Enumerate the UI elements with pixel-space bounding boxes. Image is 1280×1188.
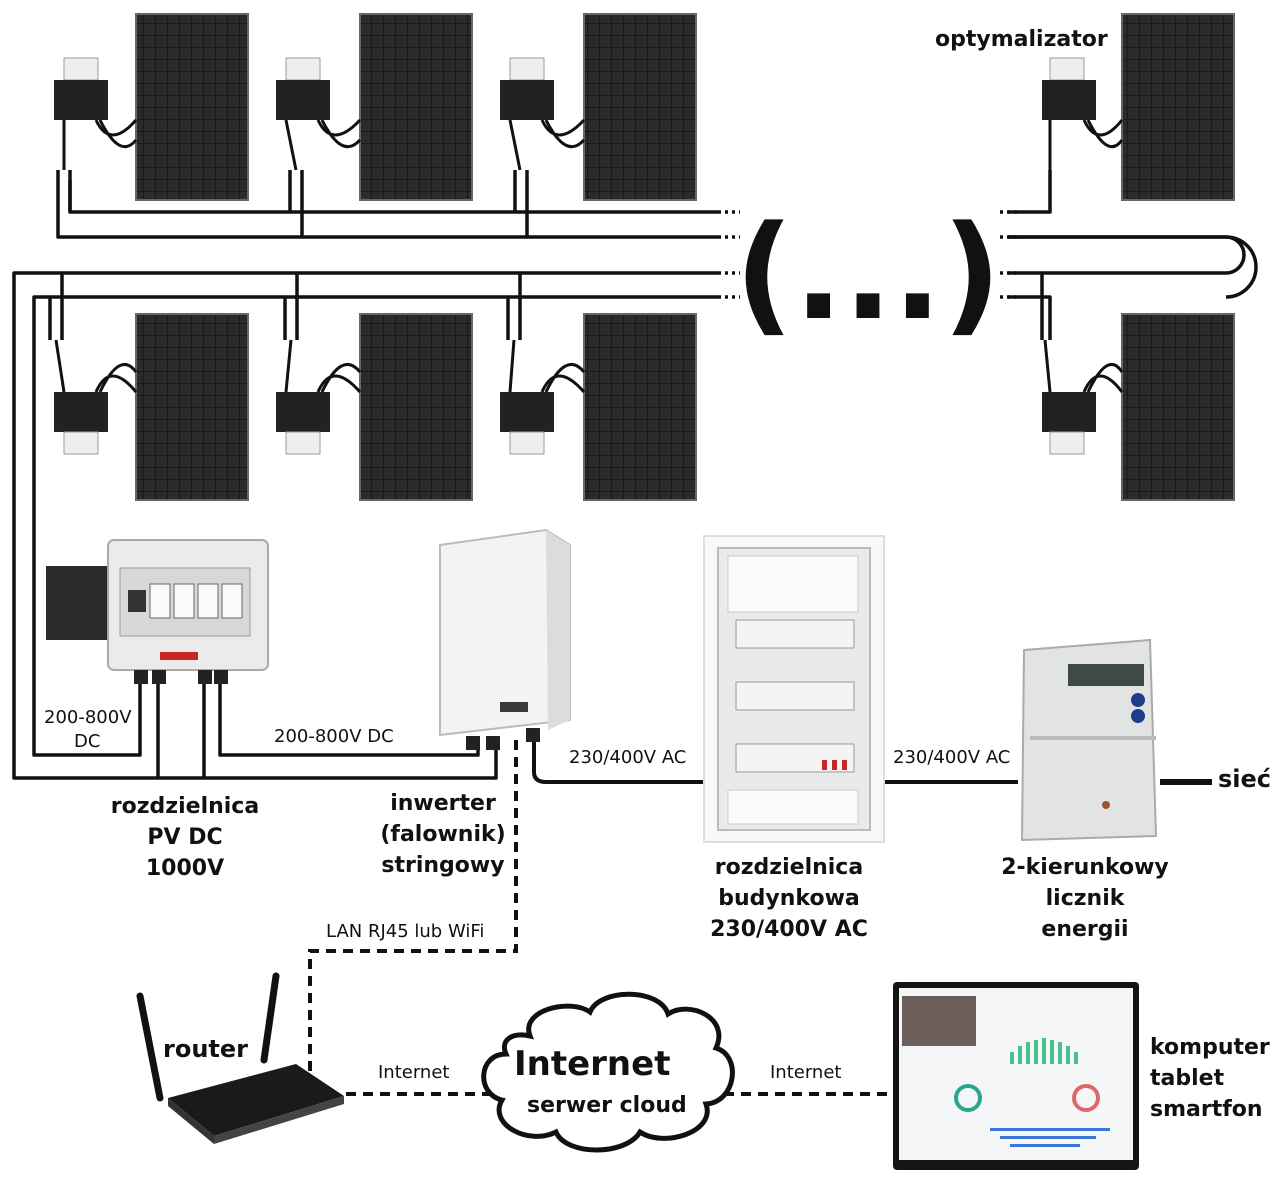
building-board-caption-line3: 230/400V AC [710,917,868,942]
inverter-caption-line3: stringowy [381,853,505,878]
meter-caption: 2-kierunkowy licznik energii [990,852,1180,945]
dc-voltage-label-left-line1: 200-800V [44,707,132,728]
inverter-caption-line1: inwerter [390,791,496,816]
router-label: router [163,1035,248,1063]
lan-label: LAN RJ45 lub WiFi [326,921,485,942]
optimizer-panel-leads [54,118,1124,393]
network-links [308,740,892,1096]
dc-voltage-label-mid: 200-800V DC [274,726,394,747]
meter-caption-line2: licznik [1045,886,1125,911]
building-board-caption-line1: rozdzielnica [714,855,864,880]
devices-caption: komputer tablet smartfon [1150,1032,1270,1125]
pv-dc-box [46,539,269,684]
solar-panel-array [54,13,1235,501]
cloud-title: Internet [514,1044,671,1084]
panel-continuation-ellipsis: (...) [735,197,1002,349]
meter-caption-line1: 2-kierunkowy [1001,855,1169,880]
ac-voltage-label-1: 230/400V AC [569,747,687,768]
bidirectional-meter [1020,638,1158,842]
devices-caption-line1: komputer [1150,1035,1270,1060]
dc-voltage-label-left-line2: DC [74,731,101,752]
building-board-caption: rozdzielnica budynkowa 230/400V AC [694,852,884,945]
devices-caption-line3: smartfon [1150,1097,1263,1122]
inverter-caption: inwerter (falownik) stringowy [368,788,518,881]
grid-label: sieć [1218,765,1272,793]
continuation-dots [718,210,1020,299]
monitor-device [893,982,1139,1170]
dc-box-caption: rozdzielnica PV DC 1000V [94,791,276,884]
inverter-device [439,528,571,750]
cloud-subtitle: serwer cloud [527,1093,687,1118]
dc-box-caption-line3: 1000V [145,856,225,881]
cloud-shape [481,991,735,1153]
inverter-caption-line2: (falownik) [380,822,506,847]
building-distribution-board [703,535,885,843]
building-board-caption-line2: budynkowa [718,886,860,911]
dc-box-caption-line1: rozdzielnica [110,794,260,819]
internet-link-label-left: Internet [378,1062,450,1083]
ac-voltage-label-2: 230/400V AC [893,747,1011,768]
internet-link-label-right: Internet [770,1062,842,1083]
devices-caption-line2: tablet [1150,1066,1225,1091]
solar-panel [135,13,1235,501]
dc-string-wiring [12,170,1258,780]
optimizer-units [54,57,1096,455]
router-device [136,972,344,1144]
ac-wiring [532,740,1212,785]
meter-caption-line3: energii [1041,917,1129,942]
optimizer-label: optymalizator [935,27,1108,52]
dc-box-caption-line2: PV DC [147,825,223,850]
